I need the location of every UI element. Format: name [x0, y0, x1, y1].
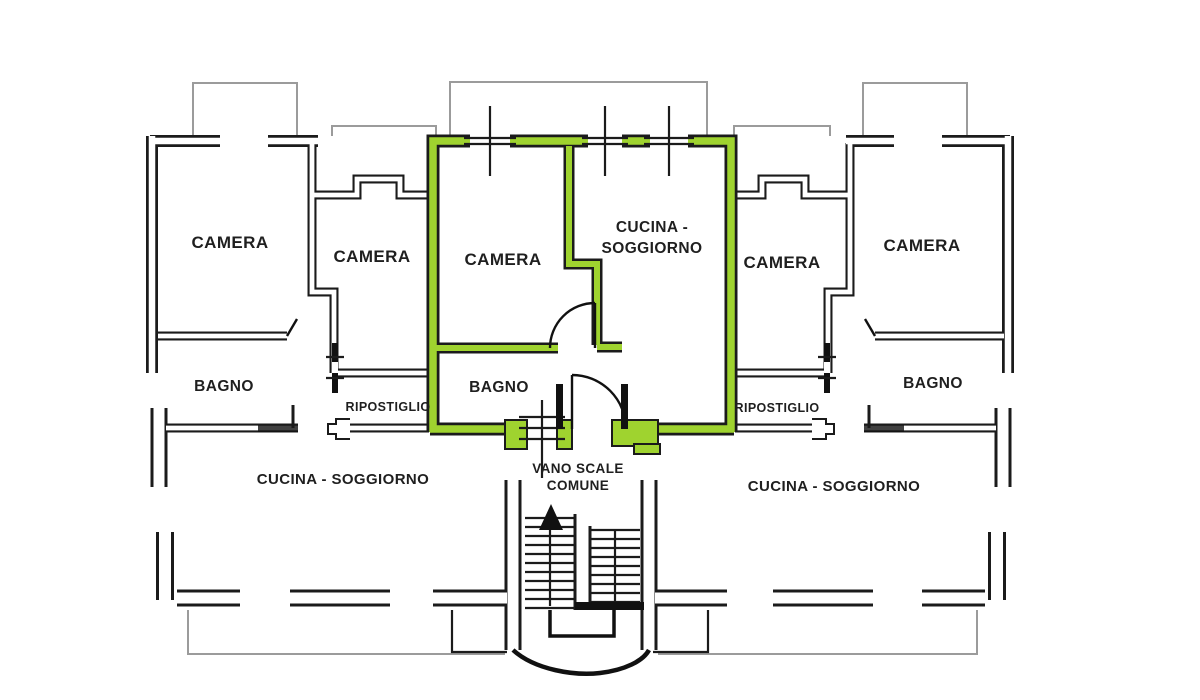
staircase: [511, 504, 651, 676]
room-label-bagno-right: BAGNO: [903, 375, 963, 392]
room-label-ripostiglio-left: RIPOSTIGLIO: [346, 400, 431, 414]
room-label-cucina-center-line2: SOGGIORNO: [602, 240, 703, 257]
room-label-cucina-soggiorno-left: CUCINA - SOGGIORNO: [257, 471, 429, 488]
room-labels: CAMERA CAMERA CAMERA CUCINA - SOGGIORNO …: [191, 219, 962, 495]
window-symbols: [258, 106, 904, 478]
wall-connectors: [327, 418, 835, 654]
room-label-camera-left-big: CAMERA: [191, 233, 268, 252]
room-label-ripostiglio-right: RIPOSTIGLIO: [735, 401, 820, 415]
room-label-vano-scale-line1: VANO SCALE: [532, 461, 624, 476]
green-wall-blocks: [504, 419, 661, 455]
room-label-camera-left-small: CAMERA: [333, 247, 410, 266]
room-label-camera-right-big: CAMERA: [883, 236, 960, 255]
room-label-bagno-center: BAGNO: [469, 379, 529, 396]
room-label-vano-scale-line2: COMUNE: [547, 478, 609, 493]
room-label-cucina-soggiorno-right: CUCINA - SOGGIORNO: [748, 478, 920, 495]
walls-black: [150, 136, 1010, 650]
balcony-outlines: [187, 81, 978, 655]
door-symbols: [285, 301, 877, 430]
room-label-bagno-left: BAGNO: [194, 378, 254, 395]
room-label-camera-right-small: CAMERA: [743, 253, 820, 272]
room-label-camera-center: CAMERA: [464, 250, 541, 269]
room-label-cucina-center-line1: CUCINA -: [616, 219, 688, 236]
stairs-up-arrow-icon: [539, 504, 563, 530]
